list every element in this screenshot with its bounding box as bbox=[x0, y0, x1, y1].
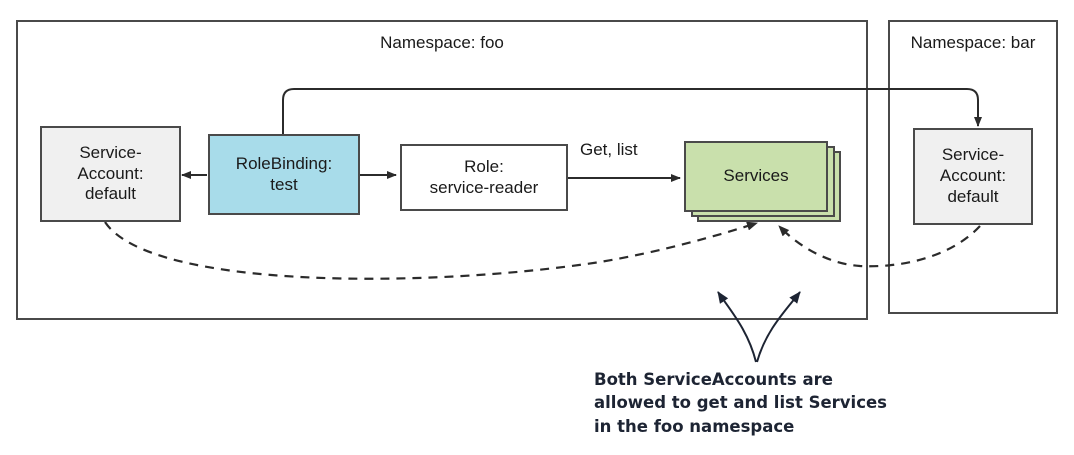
node-service-account-foo[interactable]: Service- Account: default bbox=[40, 126, 181, 222]
node-service-account-bar[interactable]: Service- Account: default bbox=[913, 128, 1033, 225]
node-services[interactable]: Services bbox=[684, 141, 828, 212]
node-role-service-reader[interactable]: Role: service-reader bbox=[400, 144, 568, 211]
diagram-caption: Both ServiceAccounts are allowed to get … bbox=[594, 370, 887, 436]
node-rolebinding-test[interactable]: RoleBinding: test bbox=[208, 134, 360, 215]
namespace-frame-bar bbox=[888, 20, 1058, 314]
namespace-frame-foo bbox=[16, 20, 868, 320]
edge-label-get-list: Get, list bbox=[580, 140, 638, 159]
namespace-label-bar: Namespace: bar bbox=[910, 33, 1036, 52]
namespace-label-foo: Namespace: foo bbox=[380, 33, 504, 52]
